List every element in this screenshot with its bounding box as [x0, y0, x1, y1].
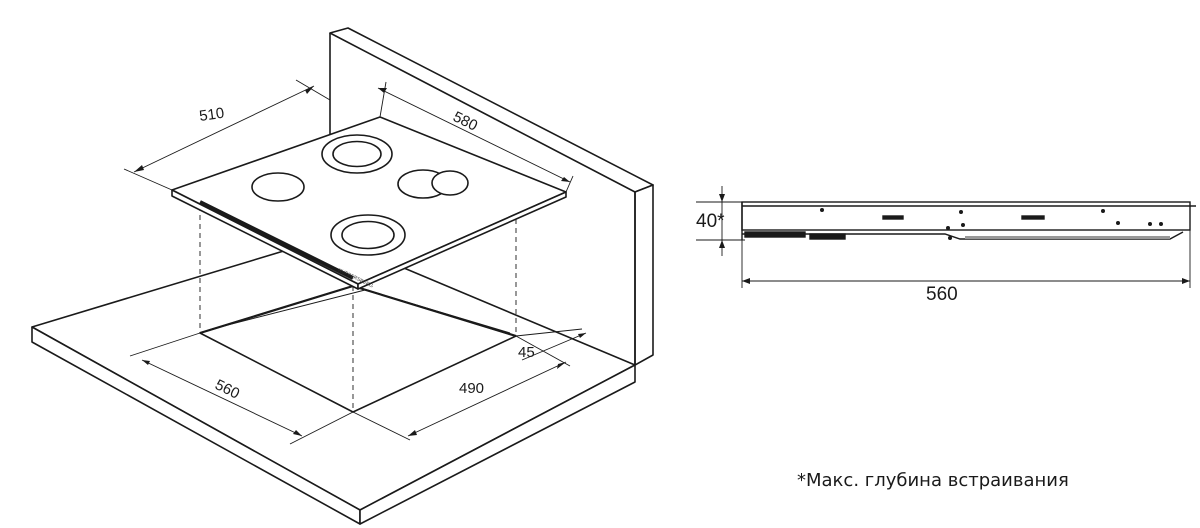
side-view: 40* 560 — [696, 186, 1196, 305]
side-dim-height-label: 40* — [696, 211, 725, 232]
footnote: *Макс. глубина встраивания — [797, 470, 1069, 491]
dim-hob-width: 580 — [450, 108, 480, 134]
dimension-lines — [123, 79, 587, 445]
arrowheads — [134, 86, 586, 436]
side-dim-width-label: 560 — [926, 284, 958, 305]
dim-hob-depth: 510 — [198, 105, 225, 125]
dim-cutout-depth: 490 — [459, 380, 484, 397]
burner-left — [251, 172, 305, 202]
side-dim-width — [741, 230, 1191, 288]
dim-wall-offset: 45 — [518, 344, 535, 361]
iso-view: KUPPERSBERG — [31, 27, 654, 525]
hob: KUPPERSBERG — [171, 116, 567, 290]
